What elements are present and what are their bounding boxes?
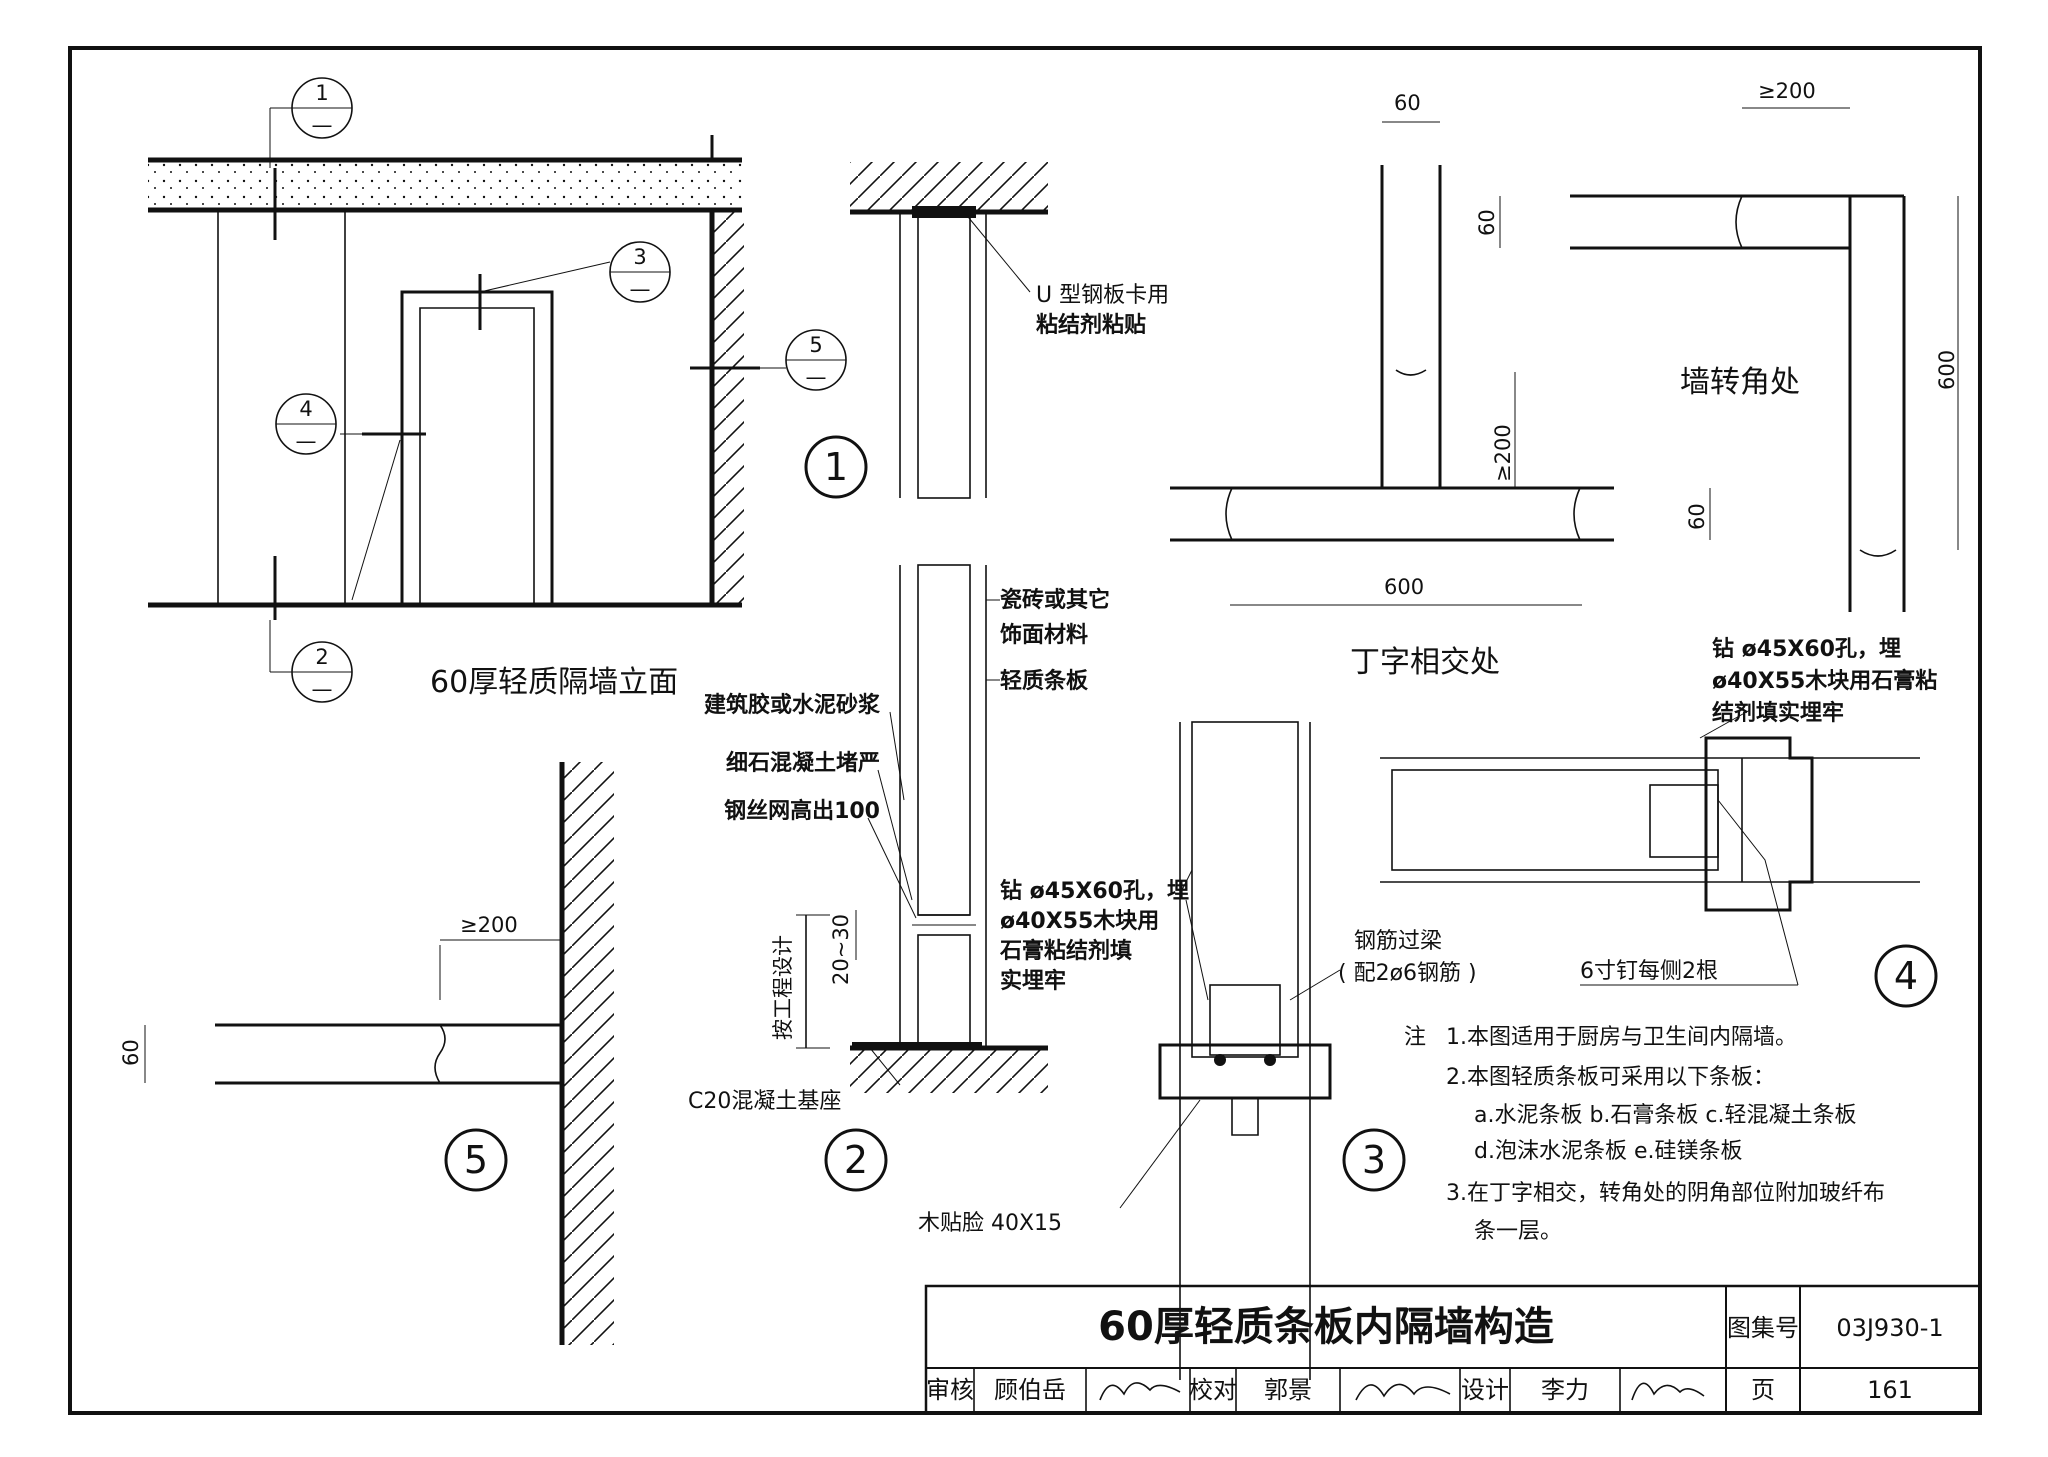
- detail5-dim: 60: [119, 1039, 143, 1066]
- callout-sub: —: [630, 277, 651, 301]
- detail4-number: 4: [1894, 954, 1918, 998]
- detail4-note: 钻 ø45X60孔，埋: [1712, 636, 1901, 662]
- detail4-note: ø40X55木块用石膏粘: [1712, 668, 1937, 694]
- detail1-number: 1: [824, 445, 848, 489]
- detail3-number: 3: [1362, 1138, 1386, 1182]
- detail2-label: 饰面材料: [1000, 622, 1088, 648]
- elevation-view: 1 — 2 — 3 — 4 — 5 — 60厚轻质: [148, 77, 847, 703]
- callout-sub: —: [312, 113, 333, 137]
- tj-caption: 丁字相交处: [1350, 645, 1500, 680]
- review-label: 审核: [926, 1376, 974, 1404]
- detail2-label: 钢丝网高出100: [724, 798, 880, 824]
- callout-sub: —: [806, 365, 827, 389]
- callout-5[interactable]: 5 —: [785, 329, 847, 391]
- detail5-dim: ≥200: [460, 913, 518, 937]
- detail-5: ≥200 60 5: [119, 762, 614, 1345]
- detail-2: 瓷砖或其它 饰面材料 轻质条板 建筑胶或水泥砂浆 细石混凝土堵严 钢丝网高出10…: [688, 564, 1110, 1192]
- tj-dim: ≥200: [1491, 424, 1515, 482]
- callout-number: 2: [315, 645, 328, 669]
- tj-dim: 60: [1394, 91, 1421, 115]
- detail-number-badge: [444, 1128, 508, 1192]
- designer-signature: [1631, 1382, 1705, 1401]
- detail2-label: 瓷砖或其它: [1000, 587, 1110, 613]
- callout-number: 5: [809, 333, 822, 357]
- t-junction-plan: 60 ≥200 60 600 丁字相交处: [1170, 91, 1711, 680]
- detail-1: U 型钢板卡用 粘结剂粘贴 1: [804, 162, 1169, 499]
- designer-name: 李力: [1541, 1376, 1589, 1404]
- note-line: 1.本图适用于厨房与卫生间内隔墙。: [1446, 1025, 1797, 1050]
- detail2-dim: 20~30: [829, 914, 853, 985]
- detail3-note: 钻 ø45X60孔，埋: [1000, 878, 1189, 904]
- detail1-label: U 型钢板卡用: [1036, 283, 1169, 308]
- reviewer-name: 顾伯岳: [994, 1376, 1066, 1404]
- tj-dim: 600: [1384, 575, 1424, 599]
- callout-sub: —: [296, 429, 317, 453]
- detail-4: 钻 ø45X60孔，埋 ø40X55木块用石膏粘 结剂填实埋牢 6寸钉每侧2根 …: [1380, 636, 1938, 1008]
- corner-dim: 60: [1475, 209, 1499, 236]
- detail-number-badge: [804, 435, 868, 499]
- notes-prefix: 注: [1404, 1025, 1426, 1050]
- detail3-note: ø40X55木块用: [1000, 909, 1159, 934]
- detail2-label: 轻质条板: [1000, 668, 1089, 694]
- corner-caption: 墙转角处: [1680, 365, 1800, 400]
- atlas-value: 03J930-1: [1836, 1314, 1943, 1342]
- callout-4[interactable]: 4 —: [275, 393, 337, 455]
- detail1-label: 粘结剂粘贴: [1036, 312, 1146, 338]
- title-block: 60厚轻质条板内隔墙构造 图集号 03J930-1 审核 顾伯岳 校对 郭景 设…: [924, 1284, 1982, 1415]
- detail-3: 钻 ø45X60孔，埋 ø40X55木块用 石膏粘结剂填 实埋牢 钢筋过梁 ( …: [918, 721, 1477, 1380]
- detail-number-badge: [824, 1128, 888, 1192]
- detail-number-badge: [1342, 1128, 1406, 1192]
- detail2-label: 建筑胶或水泥砂浆: [704, 692, 881, 718]
- detail4-note: 结剂填实埋牢: [1712, 700, 1844, 726]
- sheet-border: [68, 46, 1982, 1415]
- callout-number: 4: [299, 397, 312, 421]
- detail2-label: 细石混凝土堵严: [726, 750, 880, 776]
- check-label: 校对: [1189, 1376, 1237, 1404]
- callout-sub: —: [312, 677, 333, 701]
- detail2-number: 2: [844, 1138, 868, 1182]
- detail3-lintel: ( 配2ø6钢筋 ): [1338, 961, 1477, 986]
- page-number: 161: [1867, 1376, 1913, 1404]
- design-label: 设计: [1461, 1376, 1509, 1404]
- callout-number: 1: [315, 81, 328, 105]
- corner-dim: ≥200: [1758, 79, 1816, 103]
- notes-block: 注 1.本图适用于厨房与卫生间内隔墙。 2.本图轻质条板可采用以下条板： a.水…: [1404, 1025, 1885, 1244]
- detail2-base-label: C20混凝土基座: [688, 1089, 841, 1114]
- detail2-dim: 按工程设计: [771, 935, 795, 1040]
- page-label: 页: [1751, 1376, 1775, 1404]
- note-line: 条一层。: [1474, 1219, 1562, 1244]
- detail3-note: 石膏粘结剂填: [999, 938, 1132, 964]
- note-line: a.水泥条板 b.石膏条板 c.轻混凝土条板: [1474, 1103, 1857, 1128]
- detail3-lintel: 钢筋过梁: [1354, 929, 1442, 954]
- callout-2[interactable]: 2 —: [291, 641, 353, 703]
- corner-plan: ≥200 60 600 墙转角处: [1475, 79, 1959, 612]
- note-line: 3.在丁字相交，转角处的阴角部位附加玻纤布: [1446, 1181, 1885, 1206]
- checker-signature: [1355, 1383, 1451, 1401]
- detail3-trim: 木贴脸 40X15: [918, 1211, 1062, 1236]
- reviewer-signature: [1099, 1382, 1181, 1401]
- detail5-number: 5: [464, 1138, 488, 1182]
- note-line: 2.本图轻质条板可采用以下条板：: [1446, 1065, 1775, 1090]
- callout-3[interactable]: 3 —: [609, 241, 671, 303]
- corner-dim: 600: [1935, 350, 1959, 390]
- detail3-note: 实埋牢: [1000, 968, 1066, 994]
- note-line: d.泡沫水泥条板 e.硅镁条板: [1474, 1139, 1742, 1164]
- callout-1[interactable]: 1 —: [291, 77, 353, 139]
- atlas-label: 图集号: [1727, 1314, 1799, 1342]
- checker-name: 郭景: [1264, 1376, 1312, 1404]
- elevation-title: 60厚轻质隔墙立面: [430, 665, 678, 700]
- tj-dim: 60: [1685, 503, 1709, 530]
- drawing-title: 60厚轻质条板内隔墙构造: [1098, 1304, 1554, 1350]
- detail4-nail: 6寸钉每侧2根: [1580, 959, 1718, 984]
- callout-number: 3: [633, 245, 646, 269]
- detail-number-badge: [1874, 944, 1938, 1008]
